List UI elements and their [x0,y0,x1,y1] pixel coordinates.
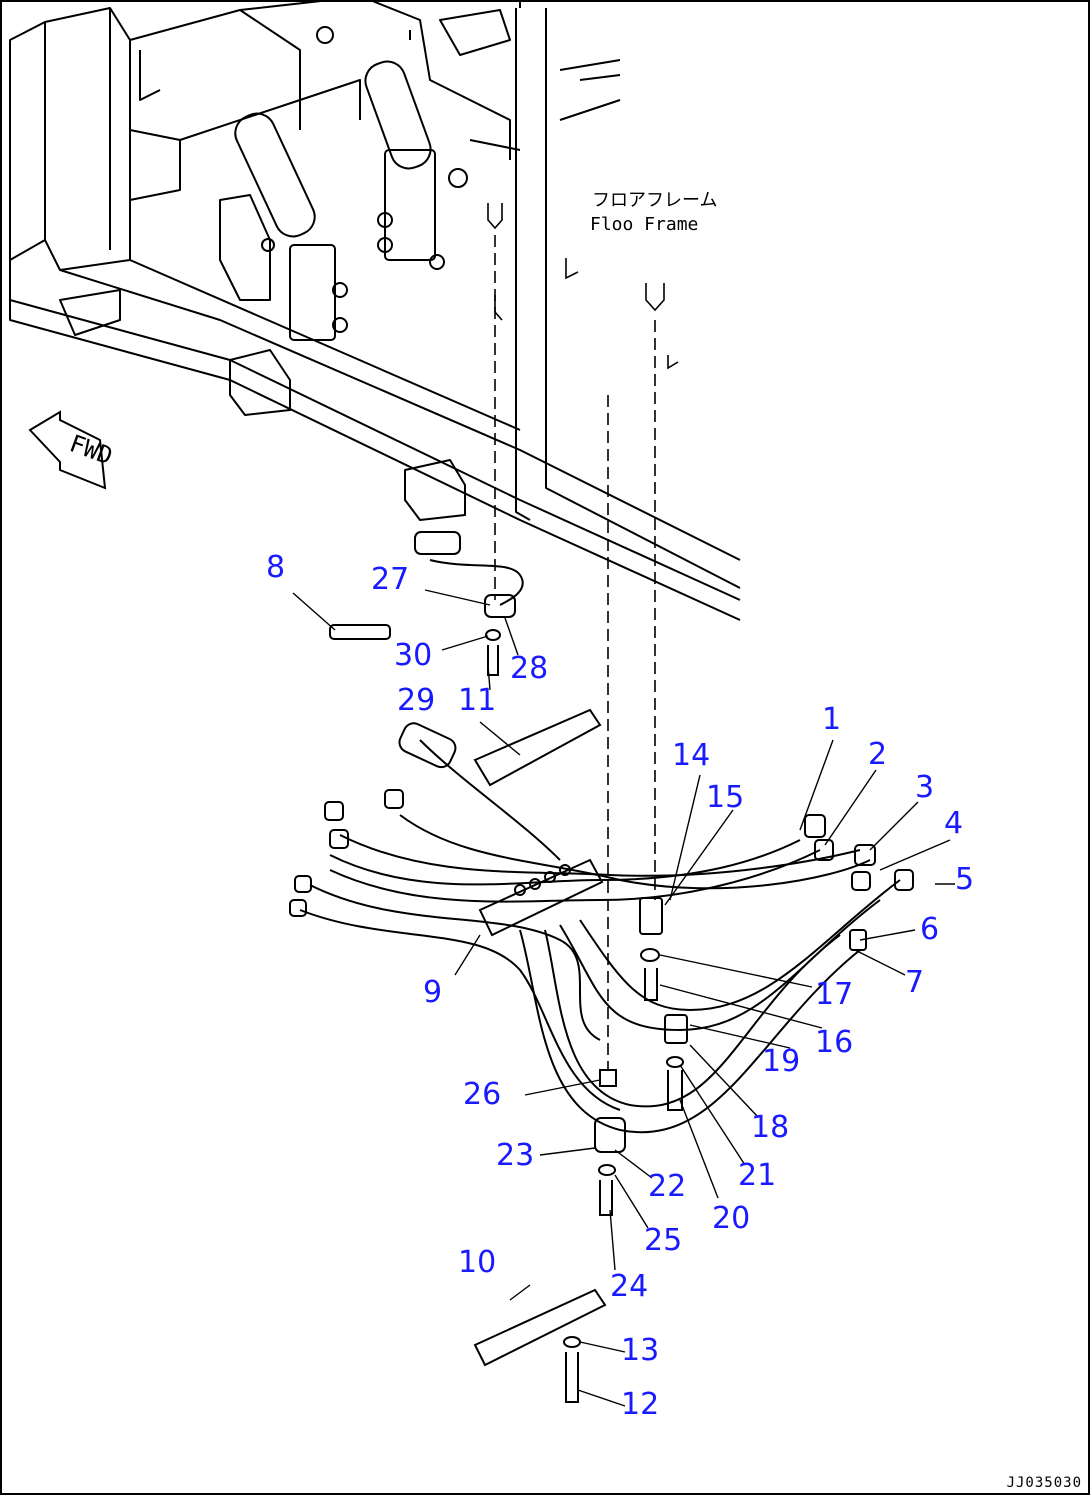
callout-12[interactable]: 12 [621,1387,660,1422]
callout-4[interactable]: 4 [944,806,964,841]
floor-frame-label-jp: フロアフレーム [592,190,718,211]
callout-28[interactable]: 28 [510,651,549,686]
callout-24[interactable]: 24 [610,1269,649,1304]
callout-5[interactable]: 5 [955,862,975,897]
callout-8[interactable]: 8 [266,550,286,585]
callout-25[interactable]: 25 [644,1223,683,1258]
callout-23[interactable]: 23 [496,1138,535,1173]
callout-1[interactable]: 1 [822,702,842,737]
callout-27[interactable]: 27 [371,562,410,597]
callout-30[interactable]: 30 [394,638,433,673]
fwd-arrow [28,410,107,490]
callout-11[interactable]: 11 [458,683,497,718]
callout-18[interactable]: 18 [751,1110,790,1145]
hoses [299,559,901,1134]
callout-15[interactable]: 15 [706,780,745,815]
callout-7[interactable]: 7 [905,965,925,1000]
valve-assemblies [234,26,468,341]
callout-3[interactable]: 3 [915,770,935,805]
callout-14[interactable]: 14 [672,738,711,773]
fittings-and-clamps [289,531,914,1403]
callout-16[interactable]: 16 [815,1025,854,1060]
drawing-code: JJ035030 [1006,1475,1082,1491]
callout-29[interactable]: 29 [397,683,436,718]
callout-20[interactable]: 20 [712,1201,751,1236]
leader-lines [292,589,955,1407]
alignment-marks [487,203,679,370]
callout-9[interactable]: 9 [423,975,443,1010]
callout-6[interactable]: 6 [920,912,940,947]
callout-19[interactable]: 19 [762,1044,801,1079]
callout-2[interactable]: 2 [868,737,888,772]
floor-frame-label-en: Floo Frame [590,214,699,235]
callout-22[interactable]: 22 [648,1169,687,1204]
callout-26[interactable]: 26 [463,1077,502,1112]
floor-frame-structure [9,0,741,621]
callout-10[interactable]: 10 [458,1245,497,1280]
callout-21[interactable]: 21 [738,1158,777,1193]
callout-17[interactable]: 17 [815,977,854,1012]
callout-13[interactable]: 13 [621,1333,660,1368]
